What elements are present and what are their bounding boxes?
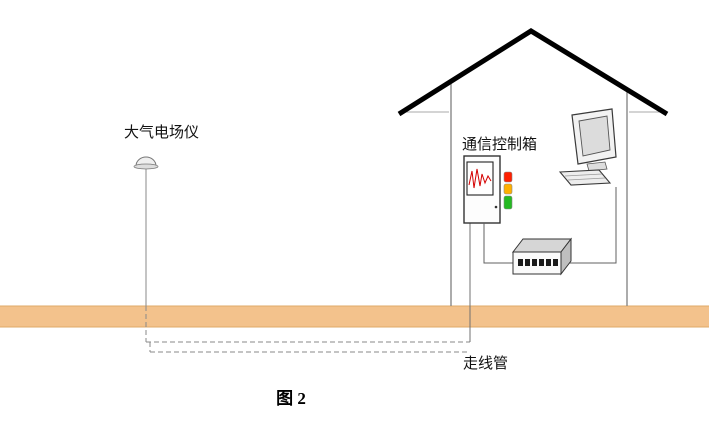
indicator-stack-light <box>503 171 513 210</box>
control-box-handle <box>494 205 498 209</box>
indicator-red-light <box>503 171 513 183</box>
underground-conduit <box>145 306 470 353</box>
switch-port <box>532 259 537 266</box>
labels: 大气电场仪 通信控制箱 走线管 图 2 <box>124 124 537 408</box>
keyboard <box>558 169 612 186</box>
conduit-label: 走线管 <box>463 355 508 372</box>
keyboard-key-row <box>564 173 603 177</box>
keyboard-key-row <box>567 177 606 181</box>
switch-port <box>525 259 530 266</box>
figure-caption: 图 2 <box>276 389 306 408</box>
waveform-trace <box>468 168 492 189</box>
switch-port <box>546 259 551 266</box>
roof <box>397 28 669 117</box>
house <box>397 28 669 306</box>
monitor-screen <box>578 115 611 157</box>
field-meter-label: 大气电场仪 <box>124 124 199 141</box>
cable-box-to-switch <box>483 223 513 264</box>
ground-strip <box>0 306 709 327</box>
indicator-yellow-light <box>503 183 513 195</box>
ground <box>0 305 709 328</box>
control-box <box>463 155 513 224</box>
control-box-display <box>466 161 494 196</box>
switch-port <box>539 259 544 266</box>
sensor-base <box>133 163 159 170</box>
indicator-green-light <box>503 195 513 210</box>
network-switch <box>511 237 573 276</box>
monitor-stand <box>586 161 608 172</box>
cable-switch-to-computer <box>561 187 617 264</box>
lan-cables <box>483 187 617 264</box>
switch-port <box>518 259 523 266</box>
field-meter-sensor <box>133 156 159 306</box>
computer <box>558 108 617 186</box>
control-box-label: 通信控制箱 <box>462 136 537 153</box>
switch-port <box>553 259 558 266</box>
